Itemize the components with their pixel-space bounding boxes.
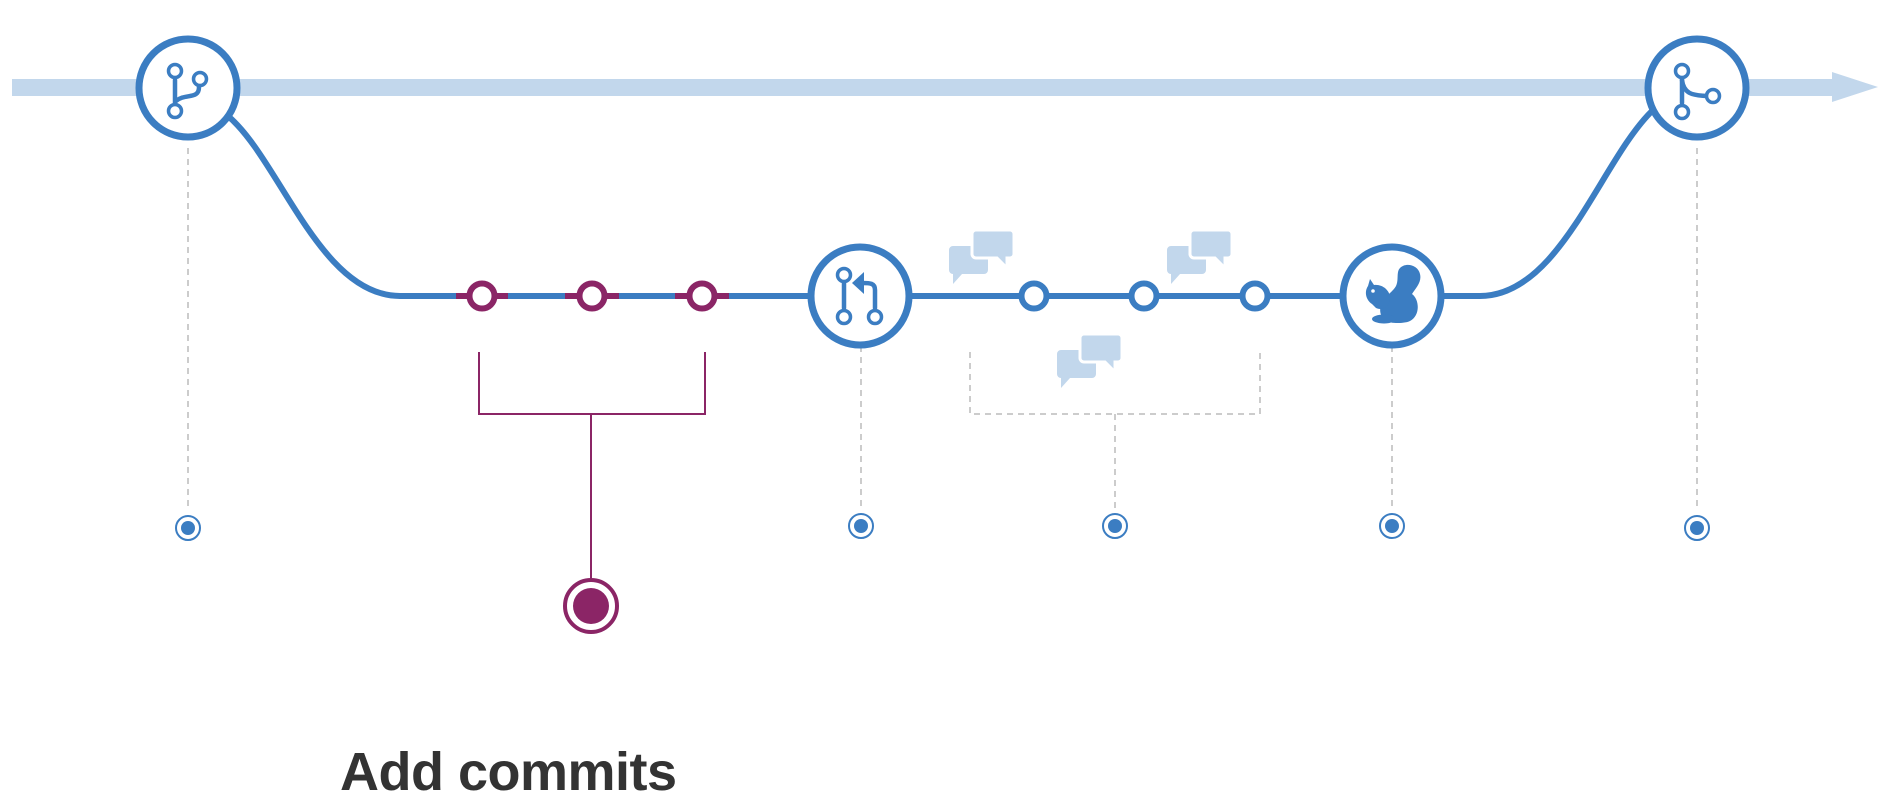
commit-icon <box>1128 280 1160 312</box>
step-marker-pull-request[interactable] <box>848 513 874 539</box>
commit-icon <box>456 280 508 312</box>
review-commits <box>1018 280 1271 312</box>
commit-icon <box>565 280 619 312</box>
feature-branch-line <box>226 108 1655 299</box>
guide-lines <box>187 148 1698 510</box>
step-marker-deploy[interactable] <box>1379 513 1405 539</box>
step-marker-active[interactable] <box>563 578 619 634</box>
create-branch-node <box>135 35 241 141</box>
branch-icon <box>166 62 209 120</box>
squirrel-icon <box>1365 264 1421 324</box>
main-branch-line <box>12 72 1878 102</box>
step-marker-merge[interactable] <box>1684 515 1710 541</box>
step-marker-discuss[interactable] <box>1102 513 1128 539</box>
pull-request-node <box>807 243 913 349</box>
commits-bracket <box>478 352 706 580</box>
commit-icon <box>1239 280 1271 312</box>
step-marker-create-branch[interactable] <box>175 515 201 541</box>
merge-icon <box>1673 62 1722 121</box>
step-title: Add commits <box>340 742 677 802</box>
step-markers <box>175 513 1710 634</box>
merge-node <box>1644 35 1750 141</box>
commit-icon <box>1018 280 1050 312</box>
guide-line-discuss <box>969 352 1261 508</box>
comment-bubbles-icon <box>947 228 1234 390</box>
pull-request-icon <box>835 266 884 326</box>
commit-icon <box>675 280 729 312</box>
deploy-node <box>1339 243 1445 349</box>
new-commits <box>456 280 729 312</box>
